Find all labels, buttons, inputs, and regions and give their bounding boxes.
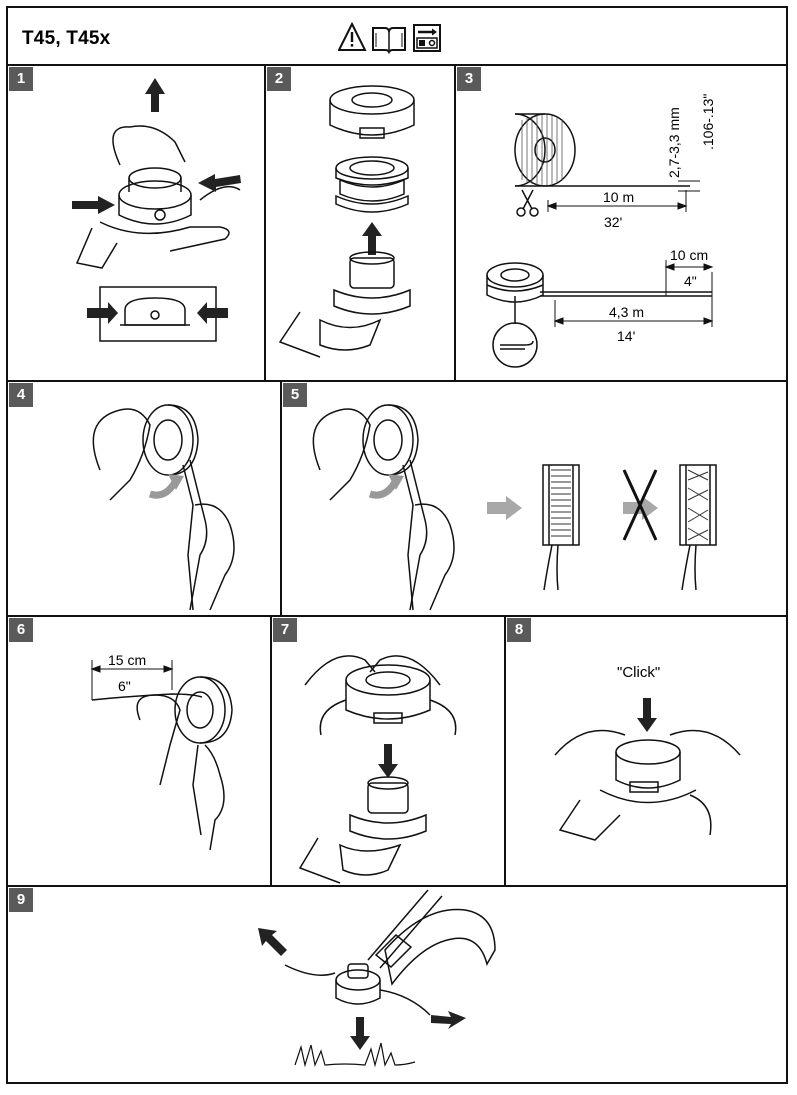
dim-cut-length-ft: 32' [604,214,623,230]
procedure-reference-icon [413,24,441,52]
click-sound-label: "Click" [617,664,661,681]
model-title: T45, T45x [22,28,111,49]
step-1-number: 1 [9,67,33,91]
header-icons [338,22,441,54]
dim-wind-length-ft: 14' [617,328,636,344]
dim-thickness-in: .106-.13" [700,93,716,150]
divider-4-5 [280,380,282,615]
step-2-number: 2 [267,67,291,91]
dim-cut-length: 10 m [603,189,635,205]
divider-6-7 [270,615,272,885]
dim-end-length-in: 4" [684,273,697,289]
dim-free-end-length: 15 cm [108,652,147,668]
step-9-number: 9 [9,888,33,912]
dim-wind-length: 4,3 m [609,304,645,320]
step-5-number: 5 [283,383,307,407]
divider-7-8 [504,615,506,885]
step-3-number: 3 [457,67,481,91]
dim-end-length: 10 cm [670,247,709,263]
row3-divider [6,885,788,887]
step-8-number: 8 [507,618,531,642]
manual-book-icon [372,27,406,54]
step-6-number: 6 [9,618,33,642]
header-divider [6,64,788,66]
dim-free-end-length-in: 6" [118,678,131,694]
row1-divider [6,380,788,382]
divider-1-2 [264,64,266,380]
dim-thickness-mm: 2,7-3,3 mm [666,107,682,178]
step-7-number: 7 [273,618,297,642]
divider-2-3 [454,64,456,380]
step-4-number: 4 [9,383,33,407]
warning-triangle-icon [338,22,367,51]
row2-divider [6,615,788,617]
page-frame [6,6,788,1084]
